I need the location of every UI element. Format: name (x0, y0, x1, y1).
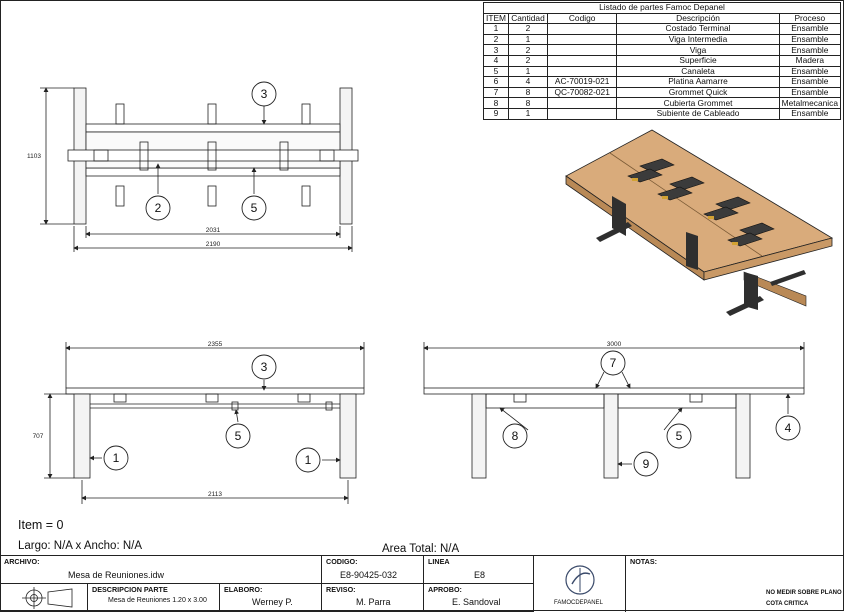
archivo-value: Mesa de Reuniones.idw (68, 570, 165, 580)
front-view (44, 342, 365, 504)
linea-cell: LINEA E8 (424, 556, 534, 584)
codigo-value: E8-90425-032 (340, 570, 398, 580)
archivo-label: ARCHIVO: (4, 557, 40, 566)
descripcion-value: Mesa de Reuniones 1.20 x 3.00 (108, 597, 207, 604)
header-codigo: Codigo (546, 12, 618, 25)
elaboro-cell: ELABORO: Werney P. (220, 584, 322, 612)
title-block: ARCHIVO: Mesa de Reuniones.idw CODIGO: E… (0, 555, 844, 612)
dim-top-outer: 2190 (206, 241, 221, 248)
cell-item: 9 (482, 107, 510, 120)
aprobo-cell: APROBO: E. Sandoval (424, 584, 534, 612)
parts-table-header: ITEM Cantidad Codigo Descripción Proceso (482, 12, 842, 25)
header-item: ITEM (482, 12, 510, 25)
balloon-3-front: 3 (261, 360, 268, 374)
isometric-view (565, 129, 834, 316)
balloon-7-side: 7 (610, 356, 617, 370)
top-view (40, 87, 359, 252)
reviso-cell: REVISO: M. Parra (322, 584, 424, 612)
dim-front-width: 2355 (208, 341, 223, 348)
balloon-1-front-left: 1 (113, 451, 120, 465)
balloon-2-top: 2 (155, 201, 162, 215)
descripcion-cell: DESCRIPCION PARTE Mesa de Reuniones 1.20… (88, 584, 220, 612)
balloon-5-top: 5 (251, 201, 258, 215)
linea-value: E8 (474, 570, 486, 580)
famoc-logo-icon (565, 565, 595, 595)
note-cota-critica: COTA CRITICA (766, 601, 809, 607)
note-no-medir: NO MEDIR SOBRE PLANO (766, 590, 842, 596)
logo-cell: FAMOCDEPANEL (534, 556, 626, 612)
balloon-1-front-right: 1 (305, 453, 312, 467)
archivo-cell: ARCHIVO: Mesa de Reuniones.idw (0, 556, 322, 584)
dim-top-height: 1103 (27, 153, 41, 160)
reviso-value: M. Parra (356, 597, 391, 607)
descripcion-label: DESCRIPCION PARTE (92, 585, 168, 594)
balloon-8-side: 8 (512, 429, 519, 443)
size-info: Largo: N/A x Ancho: N/A (18, 540, 143, 552)
dim-front-height: 707 (33, 433, 44, 440)
linea-label: LINEA (428, 557, 450, 566)
balloon-9-side: 9 (643, 457, 650, 471)
dim-top-inner: 2031 (206, 227, 221, 234)
balloon-5-side: 5 (676, 429, 683, 443)
side-view (423, 342, 805, 479)
balloon-4-side: 4 (785, 421, 792, 435)
cell-codigo (546, 107, 618, 120)
codigo-cell: CODIGO: E8-90425-032 (322, 556, 424, 584)
parts-table: Listado de partes Famoc Depanel ITEM Can… (482, 2, 842, 120)
elaboro-value: Werney P. (252, 597, 293, 607)
area-info: Area Total: N/A (382, 543, 460, 555)
logo-text: FAMOCDEPANEL (554, 600, 603, 606)
codigo-label: CODIGO: (326, 557, 358, 566)
projection-symbol (0, 584, 88, 612)
elaboro-label: ELABORO: (224, 585, 263, 594)
cell-proceso: Ensamble (778, 107, 842, 120)
notas-label: NOTAS: (630, 557, 658, 566)
notas-cell: NOTAS: NO MEDIR SOBRE PLANO COTA CRITICA (626, 556, 844, 612)
balloon-5-front: 5 (235, 429, 242, 443)
dim-front-base: 2113 (208, 491, 222, 498)
dim-side-width: 3000 (607, 341, 622, 348)
aprobo-label: APROBO: (428, 585, 462, 594)
item-count: Item = 0 (18, 518, 64, 532)
aprobo-value: E. Sandoval (452, 597, 501, 607)
balloon-3-top: 3 (261, 87, 268, 101)
header-proceso: Proceso (778, 12, 842, 25)
reviso-label: REVISO: (326, 585, 356, 594)
